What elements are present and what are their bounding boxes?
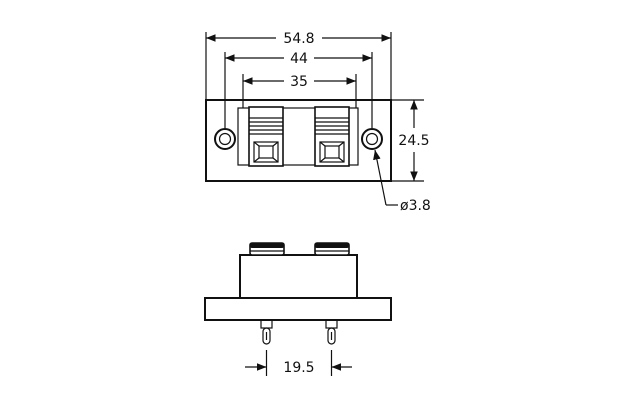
side-view-body [239,254,358,299]
terminal-cap-left [249,242,285,256]
solder-pin-right [325,319,338,345]
dimension-hole-spacing: 44 [224,51,373,128]
dimension-terminal-spacing-label: 35 [290,74,308,90]
dimension-hole-diameter: ø3.8 [373,149,431,214]
side-view-base-plate [204,297,392,321]
dimension-hole-spacing-label: 44 [290,51,308,67]
dimension-height-label: 24.5 [398,133,429,149]
dimension-terminal-spacing: 35 [242,74,357,108]
terminal-clip-left [248,106,284,167]
top-view-housing [237,107,359,166]
mounting-hole-right [361,128,383,150]
dimension-pin-spacing-label: 19.5 [283,360,314,376]
terminal-clip-right [314,106,350,167]
side-view: 19.5 [204,242,392,376]
dimension-overall-width: 54.8 [205,31,392,100]
mounting-hole-left [214,128,236,150]
top-view: 54.8 44 35 24.5 [205,31,431,214]
solder-pin-left [260,319,273,345]
dimension-pin-spacing: 19.5 [245,350,352,376]
dimension-overall-width-label: 54.8 [283,31,314,47]
dimension-height: 24.5 [391,99,430,182]
dimension-hole-diameter-label: ø3.8 [400,198,431,214]
terminal-cap-right [314,242,350,256]
top-view-plate [205,99,392,182]
